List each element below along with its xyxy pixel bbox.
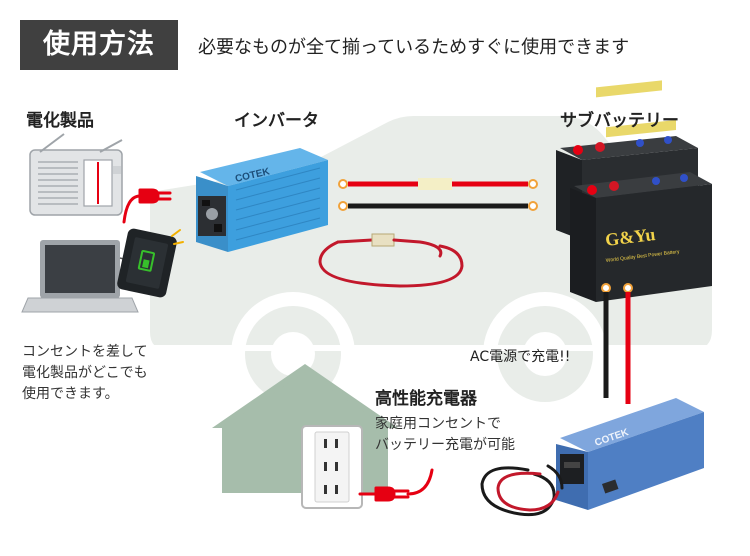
fuse-cable-coil xyxy=(318,233,464,288)
label-appliances: 電化製品 xyxy=(26,111,94,131)
red-plug-icon-outlet xyxy=(358,468,434,502)
smartphone-icon xyxy=(117,228,184,298)
inverter-device: COTEK xyxy=(196,148,328,252)
inverter-dc-cables xyxy=(338,178,538,211)
radio-icon xyxy=(29,133,123,216)
note-charger-line-1: 家庭用コンセントで xyxy=(375,416,501,432)
note-appliances: コンセントを差して 電化製品がどこでも 使用できます。 xyxy=(22,342,192,405)
laptop-icon xyxy=(21,240,139,313)
label-charger: 高性能充電器 xyxy=(375,389,477,409)
note-charger-line-2: バッテリー充電が可能 xyxy=(375,437,515,453)
note-appliances-line-3: 使用できます。 xyxy=(22,386,119,402)
note-appliances-line-1: コンセントを差して xyxy=(22,344,148,360)
label-sub-battery: サブバッテリー xyxy=(560,111,679,131)
charger-cable-coil xyxy=(480,464,564,517)
header-badge: 使用方法 xyxy=(20,20,178,70)
red-plug-icon-appliances xyxy=(122,188,172,224)
note-charger: 家庭用コンセントで バッテリー充電が可能 xyxy=(375,414,545,456)
label-ac-charge: AC電源で充電!! xyxy=(470,349,571,365)
page-subtitle: 必要なものが全て揃っているためすぐに使用できます xyxy=(198,37,630,58)
wall-outlet-icon xyxy=(301,425,363,509)
sub-battery-front: G&Yu World Quality Best Power Battery xyxy=(570,119,712,302)
battery-charger-cables xyxy=(601,283,633,404)
note-appliances-line-2: 電化製品がどこでも xyxy=(22,365,148,381)
charger-device: COTEK xyxy=(556,398,704,510)
label-inverter: インバータ xyxy=(234,111,319,131)
